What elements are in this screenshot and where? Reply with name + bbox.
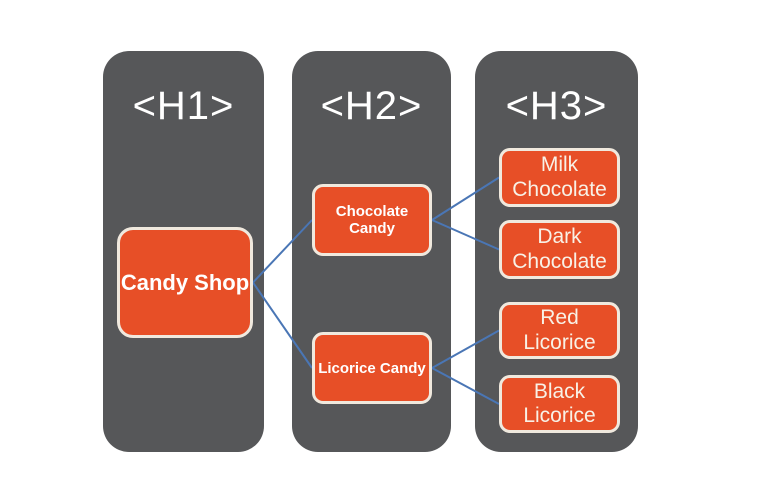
node-milk-chocolate-label: Milk Chocolate xyxy=(512,153,607,201)
node-chocolate-candy-label: Chocolate Candy xyxy=(335,203,409,237)
node-red-licorice: Red Licorice xyxy=(499,302,620,359)
column-heading-h3: <H3> xyxy=(505,84,608,128)
node-candy-shop-label: Candy Shop xyxy=(120,269,250,295)
node-black-licorice-label: Black Licorice xyxy=(523,379,596,427)
node-licorice-candy: Licorice Candy xyxy=(312,332,432,404)
node-dark-chocolate-label: Dark Chocolate xyxy=(512,225,607,273)
node-candy-shop: Candy Shop xyxy=(117,227,253,338)
node-black-licorice: Black Licorice xyxy=(499,375,620,433)
column-heading-h2: <H2> xyxy=(320,84,423,128)
node-red-licorice-label: Red Licorice xyxy=(523,306,596,354)
node-milk-chocolate: Milk Chocolate xyxy=(499,148,620,207)
node-dark-chocolate: Dark Chocolate xyxy=(499,220,620,279)
node-licorice-candy-label: Licorice Candy xyxy=(318,359,426,377)
column-heading-h1: <H1> xyxy=(132,84,235,128)
node-chocolate-candy: Chocolate Candy xyxy=(312,184,432,256)
